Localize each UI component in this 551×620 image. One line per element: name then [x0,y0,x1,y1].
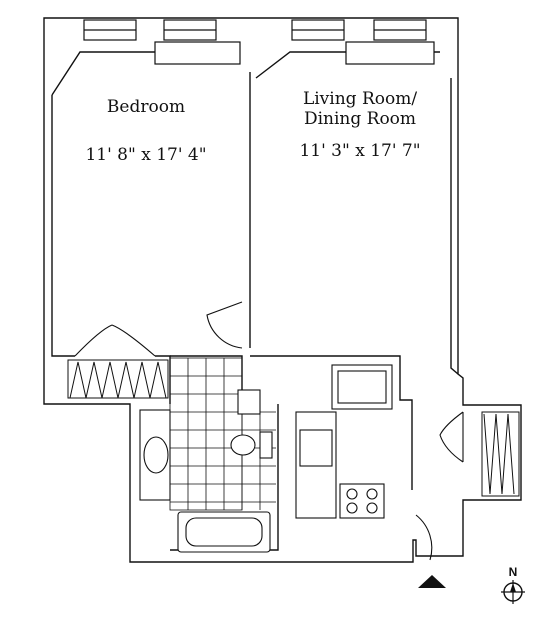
compass-icon [501,580,525,604]
right-inner-wall [450,78,459,375]
right-closet [481,411,520,497]
living-room-name-line2: Dining Room [304,109,416,129]
bedroom-closet [67,359,169,399]
stove-icon [339,483,385,519]
compass-label: N [509,565,518,579]
bedroom-inner-top [51,51,160,96]
living-room-dimensions: 11' 3" x 17' 7" [299,141,420,161]
living-room-name-line1: Living Room/ [303,89,417,109]
closet-doors [74,324,156,357]
bedroom-door [206,301,243,349]
hall-wall [250,355,413,490]
outer-wall [43,17,522,563]
kitchen-sink-icon [299,429,333,467]
entry-door [415,514,433,561]
bedroom-dimensions: 11' 8" x 17' 4" [85,145,206,165]
right-closet-doors [439,411,464,463]
entrance-arrow-icon [418,575,446,588]
bedroom-bottom-wall [51,95,75,357]
sink-icon [143,436,169,474]
bedroom-name: Bedroom [107,97,185,117]
toilet-icon [230,434,256,456]
